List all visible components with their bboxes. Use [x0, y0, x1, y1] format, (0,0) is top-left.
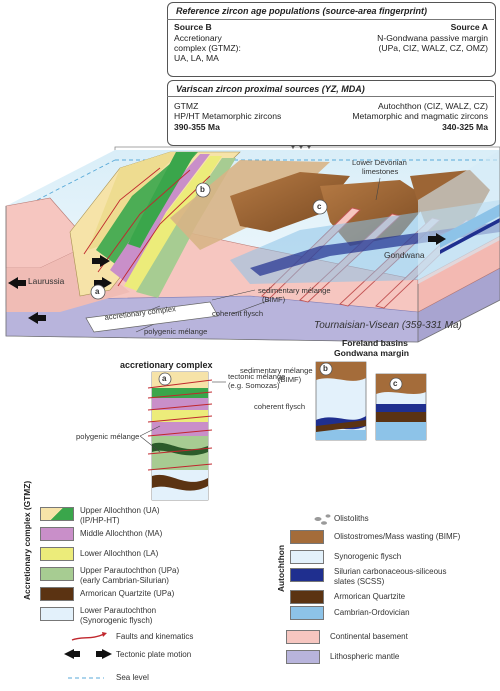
- lower-devonian-label-2: limestones: [362, 167, 399, 176]
- lower-devonian-label-1: Lower Devonian: [352, 158, 407, 167]
- legend-continental-swatch: [286, 630, 320, 644]
- legend-left-item-label: Lower Allochthon (LA): [80, 549, 159, 558]
- legend-right-item-sublabel: slates (SCSS): [334, 577, 385, 586]
- legend-left-item-sublabel: (IP/HP-HT): [80, 516, 120, 525]
- foreland-sed-label-2: (BIMF): [278, 375, 302, 384]
- legend-left-item-swatch: [40, 567, 74, 581]
- variscan-right-age: 340-325 Ma: [442, 122, 488, 132]
- legend-right-item-label: Armorican Quartzite: [334, 592, 406, 601]
- variscan-divider: [167, 96, 494, 97]
- source-a-line2: (UPa, CIZ, WALZ, CZ, OMZ): [378, 43, 489, 53]
- legend-left-item-sublabel: (Synorogenic flysch): [80, 616, 153, 625]
- legend-right-item-label: Silurian carbonaceous-siliceous: [334, 567, 447, 576]
- inset-acc-title: accretionary complex: [120, 360, 213, 370]
- block-circle-c: c: [317, 202, 322, 211]
- legend-left-item-swatch: [40, 527, 74, 541]
- laurussia-label: Laurussia: [28, 276, 65, 286]
- legend-left-item-label: Upper Allochthon (UA): [80, 506, 160, 515]
- source-a-title: Source A: [450, 22, 488, 32]
- legend-right-item-swatch: [290, 568, 324, 582]
- variscan-left-line1: GTMZ: [174, 101, 199, 111]
- legend-right-item-swatch: [290, 590, 324, 604]
- legend-continental-label: Continental basement: [330, 632, 408, 641]
- variscan-sources-box: [167, 80, 496, 146]
- foreland-title-1: Foreland basins: [342, 338, 408, 348]
- tectonic-melange-label-2: (e.g. Somozas): [228, 381, 280, 390]
- legend-left-item-label: Lower Parautochthon: [80, 606, 157, 615]
- legend-right-item-label: Olistoliths: [334, 514, 369, 523]
- block-diagram: [5, 146, 500, 343]
- legend-autochthon-side-label: Autochthon: [276, 545, 286, 592]
- block-circle-b: b: [200, 185, 205, 194]
- inset-circle-a: a: [162, 374, 167, 383]
- inset-polygenic-label: polygenic mélange: [76, 432, 140, 441]
- variscan-title: Variscan zircon proximal sources (YZ, MD…: [176, 84, 365, 94]
- legend-right-item-label: Cambrian-Ordovician: [334, 608, 410, 617]
- legend-left-item-swatch: [40, 547, 74, 561]
- legend-gtmz-side-label: Accretionary complex (GTMZ): [22, 480, 32, 600]
- foreland-title-2: Gondwana margin: [334, 348, 409, 358]
- legend-right-item-swatch: [290, 530, 324, 544]
- sed-melange-label-1: sedimentary mélange: [258, 286, 331, 295]
- legend-right-item-label: Olistostromes/Mass wasting (BIMF): [334, 532, 461, 541]
- inset-foreland-columns: [315, 361, 427, 441]
- polygenic-melange-label: polygenic mélange: [144, 327, 208, 336]
- legend-tectonic-motion-label: Tectonic plate motion: [116, 650, 192, 659]
- variscan-left-line2: HP/HT Metamorphic zircons: [174, 111, 282, 121]
- foreland-circle-c: c: [393, 379, 398, 388]
- variscan-right-line1: Autochthon (CIZ, WALZ, CZ): [378, 101, 488, 111]
- fingerprint-title: Reference zircon age populations (source…: [176, 6, 428, 16]
- foreland-sed-label-1: sedimentary mélange: [240, 366, 313, 375]
- variscan-right-line2: Metamorphic and magmatic zircons: [352, 111, 488, 121]
- legend-faults-label: Faults and kinematics: [116, 632, 194, 641]
- block-circle-a: a: [95, 287, 100, 296]
- source-fingerprint-box: [167, 2, 496, 77]
- legend-left-item-label: Middle Allochthon (MA): [80, 529, 163, 538]
- coherent-flysch-label: coherent flysch: [212, 309, 264, 318]
- legend-left-item-sublabel: (early Cambrian-Silurian): [80, 576, 169, 585]
- legend-left-item-label: Armorican Quartzite (UPa): [80, 589, 175, 598]
- legend-mantle-label: Lithospheric mantle: [330, 652, 400, 661]
- legend-symbols: [64, 514, 331, 679]
- fingerprint-divider: [167, 19, 494, 20]
- source-b-line3: UA, LA, MA: [174, 53, 219, 63]
- inset-accretionary-column: [139, 371, 226, 501]
- tectonic-melange-label-1: tectonic mélange: [228, 372, 286, 381]
- source-b-line2: complex (GTMZ):: [174, 43, 241, 53]
- legend-left-item-label: Upper Parautochthon (UPa): [80, 566, 180, 575]
- legend-right-item-label: Synorogenic flysch: [334, 552, 402, 561]
- legend-left-item-swatch: [40, 587, 74, 601]
- legend-right-item-swatch: [290, 606, 324, 620]
- variscan-left-age: 390-355 Ma: [174, 122, 220, 132]
- legend-left-item-swatch: [40, 507, 74, 521]
- source-b-title: Source B: [174, 22, 212, 32]
- gondwana-label: Gondwana: [384, 250, 425, 260]
- foreland-coherent-label: coherent flysch: [254, 402, 306, 411]
- age-label: Tournaisian-Visean (359-331 Ma): [314, 320, 462, 331]
- foreland-circle-b: b: [323, 364, 328, 373]
- source-a-line1: N-Gondwana passive margin: [377, 33, 488, 43]
- sed-melange-label-2: (BIMF): [262, 295, 286, 304]
- legend-left-item-swatch: [40, 607, 74, 621]
- source-b-line1: Accretionary: [174, 33, 222, 43]
- legend-right-item-swatch: [290, 550, 324, 564]
- legend-mantle-swatch: [286, 650, 320, 664]
- legend-sea-level-label: Sea level: [116, 673, 149, 682]
